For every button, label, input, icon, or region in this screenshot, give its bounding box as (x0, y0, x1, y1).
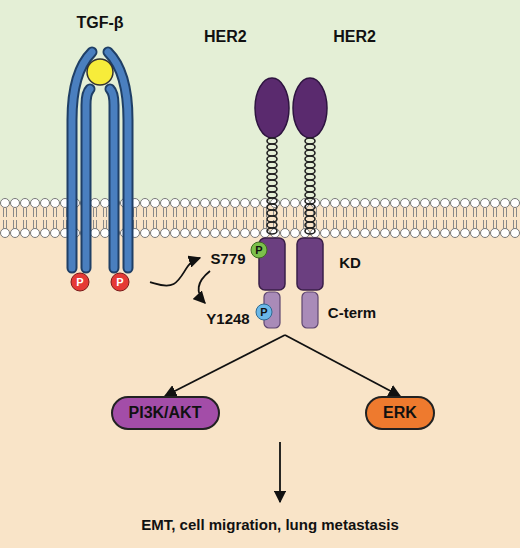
kinase-domain (297, 238, 323, 290)
site-label: S779 (210, 250, 245, 267)
protein-name: HER2 (204, 28, 247, 46)
signal-arrow (285, 335, 400, 396)
pathway-pill: ERK (365, 396, 435, 430)
tgf-receptor (72, 52, 128, 268)
protein-name: HER2 (333, 28, 376, 46)
her2-monomer: HER2 (292, 28, 380, 335)
pathway-name: PI3K/AKT (129, 404, 202, 422)
tgf-ligand (87, 59, 113, 85)
outcome-arrow (279, 442, 281, 502)
phospho-mark: P (76, 276, 83, 288)
phospho-dot (71, 273, 89, 291)
receptor-complex: TGF-β (50, 14, 150, 295)
pathway-name: ERK (383, 404, 417, 422)
c-terminal-tail (302, 292, 318, 328)
cytoplasm (0, 205, 520, 548)
pathway-pill: PI3K/AKT (111, 396, 220, 430)
phospho-mark: P (116, 276, 123, 288)
outcome-text: EMT, cell migration, lung metastasis (141, 516, 399, 533)
lipid-bilayer (1, 199, 520, 238)
signal-arrow (150, 258, 200, 286)
phospho-mark: P (260, 306, 267, 318)
phospho-dot (111, 273, 129, 291)
signal-arrow (165, 335, 285, 396)
her2-ecd (255, 78, 289, 138)
her2-monomer: HER2 (200, 28, 290, 335)
phospho-dot (256, 304, 272, 320)
her2-ecd (293, 78, 327, 138)
phospho-mark: P (255, 244, 262, 256)
site-label: KD (339, 254, 361, 271)
protein-name: TGF-β (76, 14, 123, 32)
site-arrow (199, 271, 210, 303)
site-label: C-term (328, 304, 376, 321)
phospho-dot (251, 242, 267, 258)
site-label: Y1248 (206, 310, 249, 327)
transmembrane-coil (267, 138, 315, 234)
